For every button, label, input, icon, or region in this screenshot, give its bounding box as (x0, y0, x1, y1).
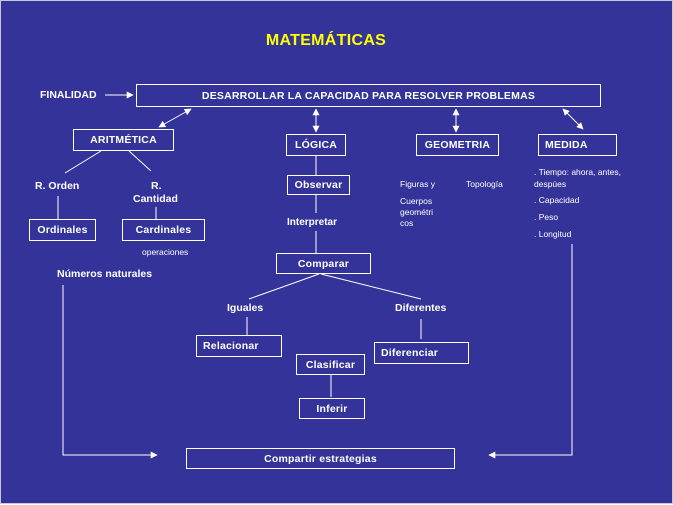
numeros-naturales-label: Números naturales (57, 268, 153, 280)
finalidad-label: FINALIDAD (40, 89, 97, 101)
diferenciar-box: Diferenciar (374, 342, 469, 364)
topologia-label: Topología (466, 179, 503, 189)
medida-tiempo-2: despúes (534, 179, 567, 189)
goal-box: DESARROLLAR LA CAPACIDAD PARA RESOLVER P… (136, 84, 601, 107)
cardinales-box: Cardinales (122, 219, 205, 241)
figuras-label: Figuras y (400, 179, 435, 189)
diferentes-label: Diferentes (395, 302, 447, 314)
compartir-box: Compartir estrategias (186, 448, 455, 469)
comparar-iguales-line (248, 273, 320, 300)
cuerpos-label-3: cos (400, 218, 414, 228)
goal-medida-arrow (562, 108, 584, 130)
comparar-diferentes-line (320, 273, 422, 300)
geometria-box: GEOMETRIA (416, 134, 499, 156)
medida-box: MEDIDA (538, 134, 617, 156)
comparar-box: Comparar (276, 253, 371, 274)
iguales-label: Iguales (227, 302, 264, 314)
cuerpos-label-2: geométri (400, 207, 434, 217)
relacionar-box: Relacionar (196, 335, 282, 357)
inferir-box: Inferir (299, 398, 365, 419)
aritmetica-orden-line (64, 150, 102, 174)
medida-longitud: . Longitud (534, 229, 572, 239)
medida-peso: . Peso (534, 212, 559, 222)
page-title: MATEMÁTICAS (265, 32, 387, 49)
aritmetica-cantidad-line (128, 150, 152, 172)
medida-capacidad: . Capacidad (534, 195, 580, 205)
medida-compartir-arrow (488, 244, 573, 459)
interpretar-label: Interpretar (287, 217, 338, 228)
r-orden-label: R. Orden (35, 180, 80, 192)
aritmetica-box: ARITMÉTICA (73, 129, 174, 151)
r-cantidad-label-1: R. (151, 180, 162, 192)
clasificar-box: Clasificar (296, 354, 365, 375)
goal-aritmetica-arrow (158, 108, 192, 128)
r-cantidad-label-2: Cantidad (133, 193, 178, 205)
logica-box: LÓGICA (286, 134, 346, 156)
ordinales-box: Ordinales (29, 219, 96, 241)
operaciones-label: operaciones (142, 247, 189, 257)
medida-tiempo-1: . Tiempo: ahora, antes, (534, 167, 621, 177)
cuerpos-label-1: Cuerpos (400, 196, 433, 206)
observar-box: Observar (287, 175, 350, 195)
naturales-compartir-arrow (62, 285, 158, 459)
